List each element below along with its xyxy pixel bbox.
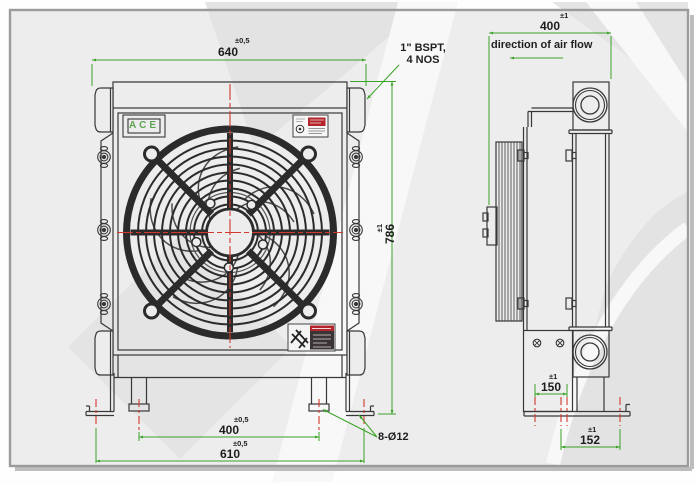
side-top-pipe [527,107,573,127]
brand-plate [122,114,166,138]
dim-front-width-value: 640 [217,45,239,59]
dim-side-span-outer-lines [560,429,621,450]
drawing-frame [8,8,694,471]
dim-side-depth-lines [488,31,612,205]
side-rear-block [486,206,498,246]
side-foot [523,377,631,417]
dimension-lines [91,31,621,463]
brand-label: ACE [128,120,160,131]
port-callout-leader [366,64,400,100]
dim-foot-span-inner-tol: ±0,5 [234,415,249,424]
blade-rivets [191,198,269,273]
dim-front-height-lines [350,81,396,415]
dim-foot-span-inner-lines [138,432,320,441]
flange-bolts [97,146,363,315]
port-callout-line2: 4 NOS [406,54,440,66]
dim-foot-span-outer-value: 610 [219,447,241,461]
port-fittings [94,87,366,376]
tie-rod-clips [517,149,577,310]
guard-corner-struts [143,145,317,320]
dim-front-height-value: 786 [383,224,397,245]
air-flow-label: direction of air flow [491,39,593,51]
dim-foot-span-outer-lines [95,428,365,463]
dim-side-span-inner-value: 150 [540,380,562,394]
dim-front-width-lines [91,58,367,86]
front-view [85,81,375,417]
front-centerlines [95,84,365,432]
port-callout-line1: 1" BSPT, [400,42,446,54]
hole-callout: 8-Ø12 [378,431,409,443]
warning-sticker-bottom [287,323,336,352]
dim-side-span-outer-tol: ±1 [588,425,597,434]
dim-foot-span-outer-tol: ±0,5 [233,439,248,448]
dim-side-span-inner-lines [534,384,568,397]
warning-sticker-top [292,114,329,138]
dim-side-depth-value: 400 [539,19,561,33]
port-callout: 1" BSPT, 4 NOS [393,42,453,66]
dim-side-span-inner-tol: ±1 [549,372,558,381]
dim-front-height: ±1 786 [375,224,402,270]
side-core-fins [495,141,523,322]
dim-side-depth-tol: ±1 [560,11,569,20]
side-view [482,81,631,417]
side-top-port [572,81,610,131]
dim-side-span-outer-value: 152 [579,433,601,447]
hole-callout-leaders [322,409,378,438]
dim-front-width-tol: ±0,5 [235,36,250,45]
dim-foot-span-inner-value: 400 [218,423,240,437]
